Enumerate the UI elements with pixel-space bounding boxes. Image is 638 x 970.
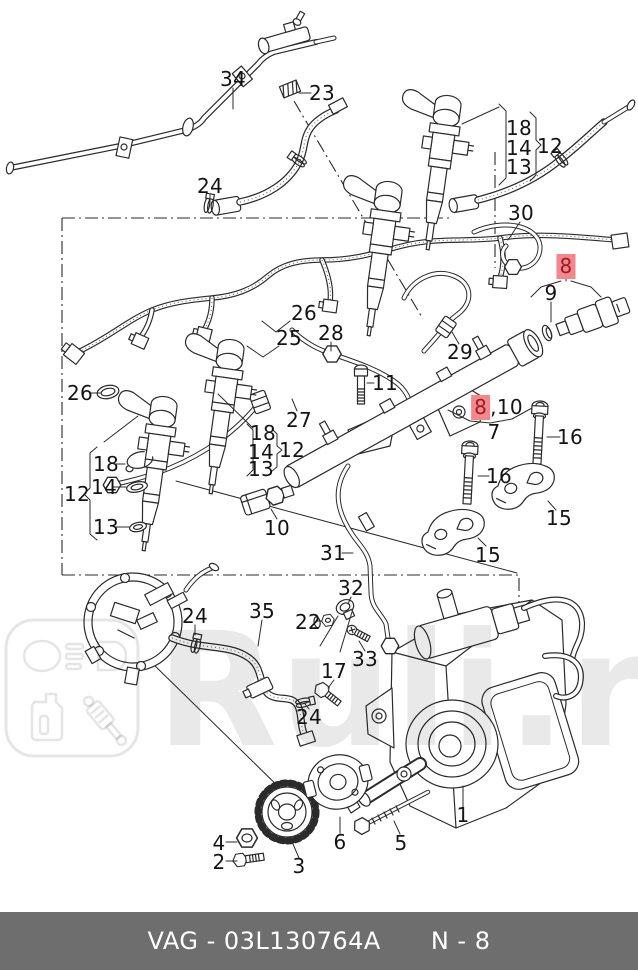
part-callout-31: 31	[319, 541, 347, 565]
part-callout-12: 12	[63, 482, 91, 506]
drive-parts	[231, 754, 431, 868]
part-callout-9: 9	[544, 281, 558, 305]
return-pipe-34	[5, 10, 337, 175]
part-callout-14: 14	[247, 440, 275, 464]
part-callout-5: 5	[394, 831, 408, 855]
part-callout-3: 3	[292, 854, 306, 878]
watermark: Ruli.ru	[156, 599, 638, 783]
part-callout-30: 30	[507, 201, 535, 225]
plug-part-10	[240, 483, 295, 516]
watermark-logo	[4, 618, 140, 758]
part-callout-6: 6	[333, 830, 347, 854]
part-callout-29: 29	[446, 340, 474, 364]
part-callout-27: 27	[285, 408, 313, 432]
part-callout-16: 16	[485, 464, 513, 488]
part-callout-10: 10	[263, 516, 291, 540]
part-callout-33: 33	[351, 647, 379, 671]
bolts-and-clamps	[353, 364, 560, 560]
page-code: N - 8	[430, 927, 491, 955]
part-callout-13: 13	[247, 457, 275, 481]
footer-bar: VAG - 03L130764A N - 8	[0, 912, 638, 970]
part-callout-35: 35	[248, 599, 276, 623]
part-callout-24: 24	[196, 174, 224, 198]
part-callout-1: 1	[456, 803, 470, 827]
part-callout-15: 15	[474, 543, 502, 567]
clamp-23	[278, 79, 302, 99]
callout-leaders	[83, 87, 602, 862]
part-callout-18: 18	[92, 452, 120, 476]
shock-absorber-icon	[82, 695, 128, 747]
part-callout-14: 14	[505, 136, 533, 160]
part-callout-34: 34	[219, 67, 247, 91]
part-callout-7: 7	[487, 420, 501, 444]
part-callout-16: 16	[556, 425, 584, 449]
part-callout-26: 26	[66, 381, 94, 405]
part-callout-17: 17	[320, 659, 348, 683]
part-callout-25: 25	[275, 326, 303, 350]
part-callout-4: 4	[212, 831, 226, 855]
part-callout-18: 18	[505, 116, 533, 140]
pump-flange-35	[83, 562, 317, 747]
part-callout-24: 24	[181, 604, 209, 628]
fuel-rail	[283, 329, 544, 489]
part-callout-28: 28	[317, 321, 345, 345]
breather-hoses	[202, 97, 636, 216]
part-callout-15: 15	[545, 506, 573, 530]
high-pressure-pump	[346, 588, 586, 829]
part-callout-12: 12	[278, 438, 306, 462]
headlight-icon	[22, 639, 85, 673]
part-callout-12: 12	[536, 134, 564, 158]
part-callout-8-10: 8,10	[471, 395, 523, 420]
part-callout-13: 13	[505, 155, 533, 179]
seals-and-orings	[96, 384, 295, 533]
part-callout-32: 32	[337, 576, 365, 600]
part-callout-2: 2	[212, 850, 226, 874]
part-callout-14: 14	[90, 475, 118, 499]
pressure-valve-8	[541, 296, 631, 342]
part-callout-24: 24	[295, 705, 323, 729]
panel-icon	[96, 640, 128, 672]
small-fasteners	[311, 599, 371, 707]
part-number: VAG - 03L130764A	[147, 927, 381, 955]
part-callout-8: 8	[556, 254, 576, 279]
part-callout-13: 13	[92, 515, 120, 539]
part-callout-18: 18	[249, 421, 277, 445]
oil-can-icon	[30, 692, 64, 742]
part-callout-23: 23	[308, 81, 336, 105]
part-callout-11: 11	[371, 371, 399, 395]
part-callout-26: 26	[290, 301, 318, 325]
injector-wiring-harness	[60, 232, 630, 366]
part-callout-22: 22	[294, 610, 322, 634]
